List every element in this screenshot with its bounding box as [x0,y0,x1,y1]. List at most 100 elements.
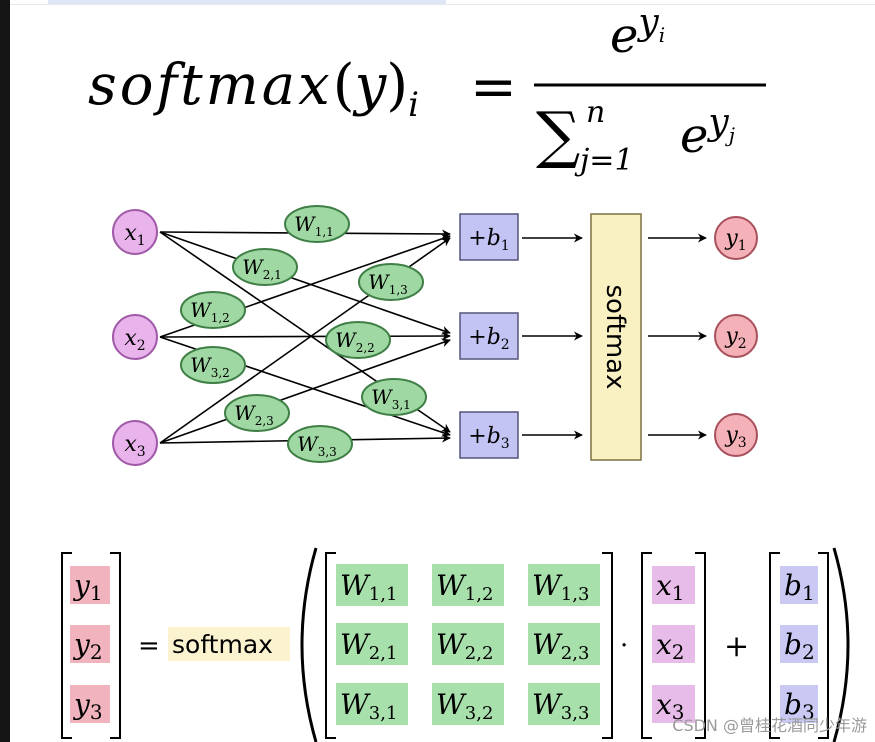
w31-highlight [336,683,408,725]
input-label-x1: x1 [124,221,145,249]
matrix-w21: W2,1 [340,628,397,664]
matrix-w23: W2,3 [532,628,589,664]
bias-box-b2 [459,312,519,360]
matrix-w22: W2,2 [436,628,493,664]
y3-highlight [70,685,110,723]
formula-sum-lower: j=1 [574,143,634,178]
matrix-w11: W1,1 [340,569,397,605]
matrix-x1: x1 [656,569,685,605]
big-paren-right [832,547,850,742]
weight-node-w21 [232,248,298,286]
matrix-w12: W1,2 [436,569,493,605]
weight-label-w31: W3,1 [371,385,411,412]
y-bracket-right [110,552,121,739]
weight-label-w21: W2,1 [242,255,282,282]
matrix-y2: y2 [72,628,103,664]
x1-highlight [652,566,695,604]
matrix-w32: W3,2 [436,688,493,724]
csdn-watermark: CSDN @曾桂花酒同少年游 [672,716,867,735]
matrix-plus: + [724,629,749,664]
b1-highlight [780,566,818,604]
matrix-x3: x3 [656,688,685,724]
matrix-b3: b3 [784,688,815,724]
matrix-w31: W3,1 [340,688,397,724]
weight-label-w11: W1,1 [294,212,334,239]
bias-label-b2: +b2 [468,325,509,353]
input-node-x2 [112,314,158,360]
weight-node-w11 [284,205,350,243]
matrix-dot: · [620,631,628,661]
y2-highlight [70,625,110,663]
matrix-equation: y1 y2 y3 = softmax W1,1 W1,2 W1,3 W [61,547,850,742]
y-bracket-left [61,552,72,739]
weight-label-w23: W2,3 [234,401,274,428]
formula-sum-upper: n [586,95,605,130]
weight-node-w33 [287,425,353,463]
w32-highlight [432,683,504,725]
bias-label-b1: +b1 [468,226,509,254]
bias-label-b3: +b3 [468,424,509,452]
weight-label-w22: W2,2 [335,328,375,355]
matrix-equals: = [138,631,160,661]
w-bracket-right [602,552,613,739]
softmax-highlight [168,627,290,661]
formula-lhs: softmax(y)i [88,53,419,125]
b2-highlight [780,625,818,663]
matrix-b1: b1 [784,569,815,605]
w11-highlight [336,564,408,606]
y1-highlight [70,566,110,604]
softmax-box [590,213,642,461]
matrix-x2: x2 [656,628,685,664]
edge-x2-b2 [159,331,451,341]
matrix-w13: W1,3 [532,569,589,605]
matrix-w33: W3,3 [532,688,589,724]
bias-box-b1 [459,213,519,261]
weight-label-w12: W1,2 [190,298,230,325]
softmax-formula: softmax(y)i = eyi ∑ n j=1 eyj [88,2,766,178]
x-bracket-right [695,552,706,739]
formula-sum-symbol: ∑ [536,98,580,171]
big-paren-left [300,547,318,742]
weight-node-w12 [180,291,246,329]
b3-highlight [780,685,818,723]
weight-label-w13: W1,3 [368,270,408,297]
formula-denominator-term: eyj [680,102,735,164]
edge-x1-b2 [159,231,451,335]
input-label-x3: x3 [124,432,145,460]
output-label-y1: y1 [724,226,746,254]
x-bracket-left [641,552,652,739]
formula-equals: = [470,55,517,120]
b-bracket-right [818,552,829,739]
edge-x3-b2 [159,338,451,444]
w21-highlight [336,623,408,665]
weight-label-w33: W3,3 [297,432,337,459]
matrix-y3: y3 [72,688,103,724]
softmax-box-label: softmax [600,285,630,390]
network-diagram: x1 x2 x3 W1,1 W2,1 W1,3 W1,2 W2,2 W3,2 W… [112,205,758,466]
input-node-x3 [112,420,158,466]
w22-highlight [432,623,504,665]
weight-label-w32: W3,2 [190,353,230,380]
weight-node-w23 [224,394,290,432]
top-border-line [10,4,875,5]
x3-highlight [652,685,695,723]
matrix-b2: b2 [784,628,815,664]
matrix-softmax-label: softmax [172,630,273,659]
output-label-y3: y3 [724,423,746,451]
output-label-y2: y2 [724,324,746,352]
output-node-y1 [714,216,758,260]
w13-highlight [528,564,600,606]
weight-node-w31 [361,378,427,416]
matrix-y1: y1 [72,569,103,605]
b-bracket-left [769,552,780,739]
w23-highlight [528,623,600,665]
output-node-y3 [714,413,758,457]
bias-box-b3 [459,411,519,459]
weight-node-w32 [180,346,246,384]
input-node-x1 [112,209,158,255]
output-node-y2 [714,314,758,358]
w12-highlight [432,564,504,606]
input-label-x2: x2 [124,326,145,354]
top-strip [48,0,446,4]
